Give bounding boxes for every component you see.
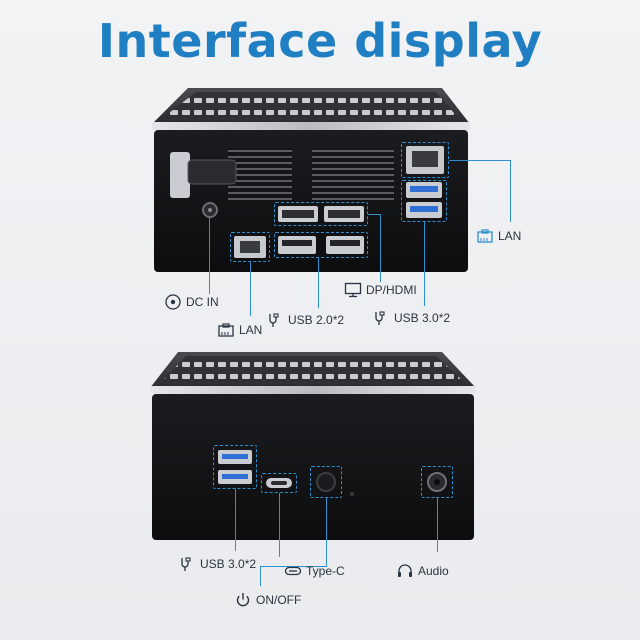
usb2-text: USB 2.0*2 [288,313,345,327]
power-leader-h [260,566,327,568]
usb3-front-callout-box [213,445,257,489]
usb2-callout-box [274,232,368,258]
type-c-icon [284,563,302,579]
lan-port-right-socket [412,151,438,167]
front-body [152,394,474,540]
usb3-front-port-1-tongue [222,454,248,459]
lan-left-callout-box [230,232,270,262]
on-off-label: ON/OFF [234,592,301,608]
antenna-mount [170,152,190,198]
usb3-rear-port-1-tongue [410,186,438,192]
lan-port-left-socket [240,241,260,253]
usb-icon [266,312,284,328]
power-icon [234,592,252,608]
power-button [316,472,336,492]
on-off-text: ON/OFF [256,593,302,607]
lan-right-callout-box [401,142,449,178]
dp-hdmi-leader-v [380,214,382,282]
usb3-front-label: USB 3.0*2 [178,556,256,572]
power-leader-drop [260,566,262,586]
audio-jack-hole [434,479,440,485]
lan-right-leader-v [510,160,512,222]
type-c-label: Type-C [284,563,345,579]
usb-icon [178,556,196,572]
audio-label: Audio [396,563,449,579]
dp-hdmi-label: DP/HDMI [344,282,417,298]
usb3-front-port-2-tongue [222,474,248,479]
type-c-text: Type-C [306,564,345,578]
usb3-front-leader [235,489,237,551]
antenna-connector [187,159,237,185]
front-unit [150,352,476,540]
lan-left-label: LAN [217,322,262,338]
usb3-rear-label: USB 3.0*2 [372,310,450,326]
audio-text: Audio [418,564,449,578]
lan-right-leader-h [449,160,511,162]
dc-in-text: DC IN [186,295,219,309]
ethernet-icon [217,322,235,338]
lan-right-text: LAN [498,229,522,243]
audio-callout-box [421,466,453,498]
usb2-port-2-socket [330,240,360,246]
rear-rim [152,122,470,130]
usb3-rear-callout-box [401,180,447,222]
audio-leader [437,498,439,552]
usb3-rear-port-2-tongue [410,206,438,212]
usb2-port-1-socket [282,240,312,246]
heatsink-fins-left [228,148,292,200]
usb3-front-text: USB 3.0*2 [200,557,257,571]
usb3-rear-leader [424,222,426,306]
power-leader-v [326,498,328,566]
heatsink-fins-right [312,148,394,200]
status-led [350,492,354,496]
type-c-leader [279,493,281,557]
dp-hdmi-callout-box [274,202,368,226]
usb2-label: USB 2.0*2 [266,312,344,328]
front-vent-grille [160,356,466,384]
lan-left-leader [250,262,252,316]
lan-right-label: LAN [476,228,521,244]
type-c-port-slot [271,481,287,485]
dp-hdmi-text: DP/HDMI [366,283,417,297]
type-c-callout-box [261,473,297,493]
power-callout-box [310,466,342,498]
dc-in-icon [164,294,182,310]
lan-left-text: LAN [239,323,263,337]
front-rim [150,386,476,394]
page-title: Interface display [97,14,543,68]
hdmi-port-socket [328,210,360,218]
usb-icon [372,310,390,326]
dc-in-pin [208,208,212,212]
dc-in-leader [209,218,211,294]
headphone-icon [396,563,414,579]
usb2-leader [318,258,320,308]
dc-in-label: DC IN [164,294,219,310]
rear-unit [152,88,470,272]
dp-hdmi-leader-h [368,214,380,216]
monitor-icon [344,282,362,298]
usb3-rear-text: USB 3.0*2 [394,311,451,325]
ethernet-icon [476,228,494,244]
dp-port-1-socket [282,210,314,218]
rear-vent-grille [160,92,460,120]
